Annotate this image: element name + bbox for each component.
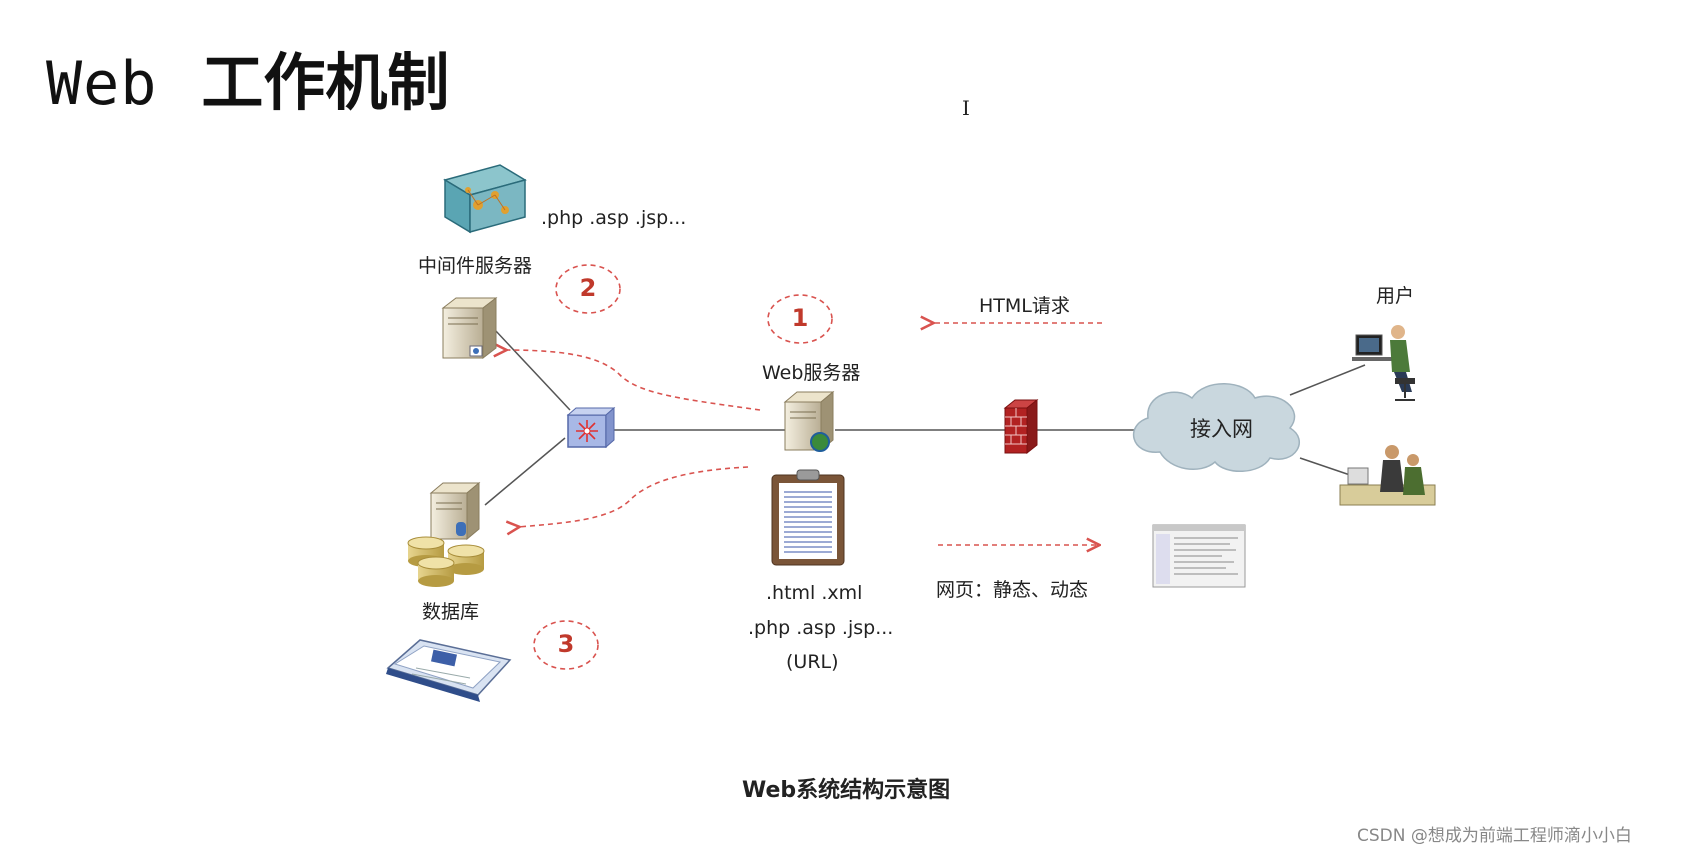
clipboard-document-icon <box>771 469 845 566</box>
title-latin: Web <box>46 49 158 119</box>
step-number-3: 3 <box>557 630 575 658</box>
watermark: CSDN @想成为前端工程师滴小小白 <box>1357 826 1632 846</box>
newspaper-icon <box>386 639 512 702</box>
users-group-icon <box>1339 445 1436 506</box>
web-server-icon <box>783 390 835 452</box>
webpage-label: 网页：静态、动态 <box>936 579 1089 601</box>
step-number-1: 1 <box>791 304 809 332</box>
step-circles <box>533 264 833 670</box>
diagram-caption: Web系统结构示意图 <box>742 778 951 803</box>
access-network-cloud-icon <box>1132 383 1300 473</box>
database-server-icon <box>429 481 481 541</box>
middleware-cube-icon <box>443 164 527 234</box>
html-request-label: HTML请求 <box>979 295 1070 317</box>
file-ext-line-3: (URL) <box>786 651 839 673</box>
user-label: 用户 <box>1376 285 1415 307</box>
middleware-ext-label: .php .asp .jsp... <box>541 207 687 229</box>
file-ext-line-1: .html .xml <box>766 582 863 604</box>
user-at-computer-icon <box>1352 325 1415 401</box>
middleware-server-icon <box>441 296 498 360</box>
firewall-icon <box>1003 398 1039 455</box>
title-cjk: 工作机制 <box>201 46 450 119</box>
dashed-arrows <box>505 323 1102 545</box>
file-ext-line-2: .php .asp .jsp... <box>748 617 894 639</box>
database-cylinders-icon <box>407 536 485 587</box>
database-label: 数据库 <box>422 601 480 623</box>
text-cursor-icon: I <box>962 96 970 120</box>
access-network-label: 接入网 <box>1190 417 1253 441</box>
middleware-server-label: 中间件服务器 <box>418 255 533 277</box>
webpage-screenshot-icon <box>1152 524 1246 588</box>
web-server-label: Web服务器 <box>762 362 861 384</box>
switch-icon <box>566 406 616 449</box>
step-number-2: 2 <box>579 274 597 302</box>
